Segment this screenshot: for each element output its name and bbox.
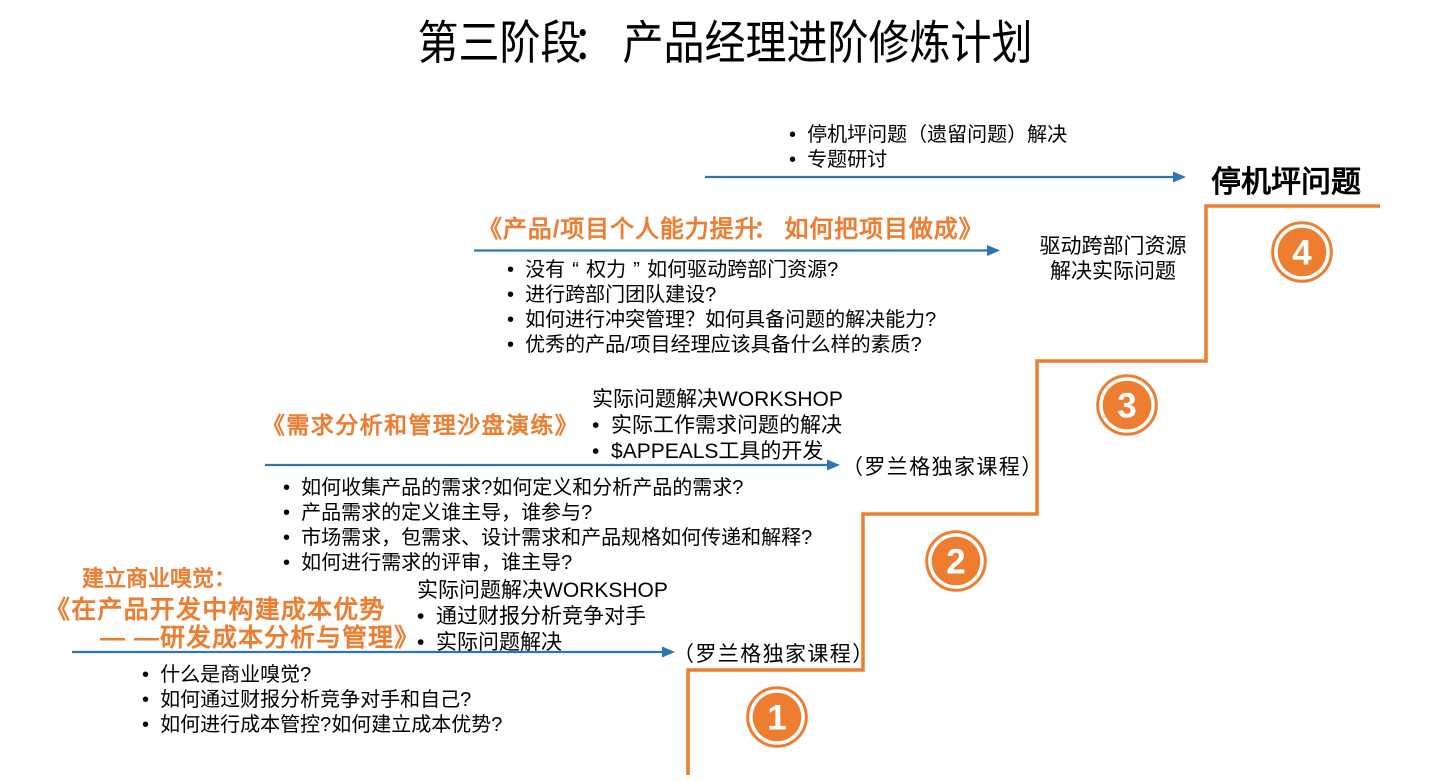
svg-text:2: 2 [946,543,965,582]
svg-text:4: 4 [1292,234,1312,273]
svg-text:1: 1 [767,699,786,738]
svg-text:3: 3 [1117,387,1136,426]
